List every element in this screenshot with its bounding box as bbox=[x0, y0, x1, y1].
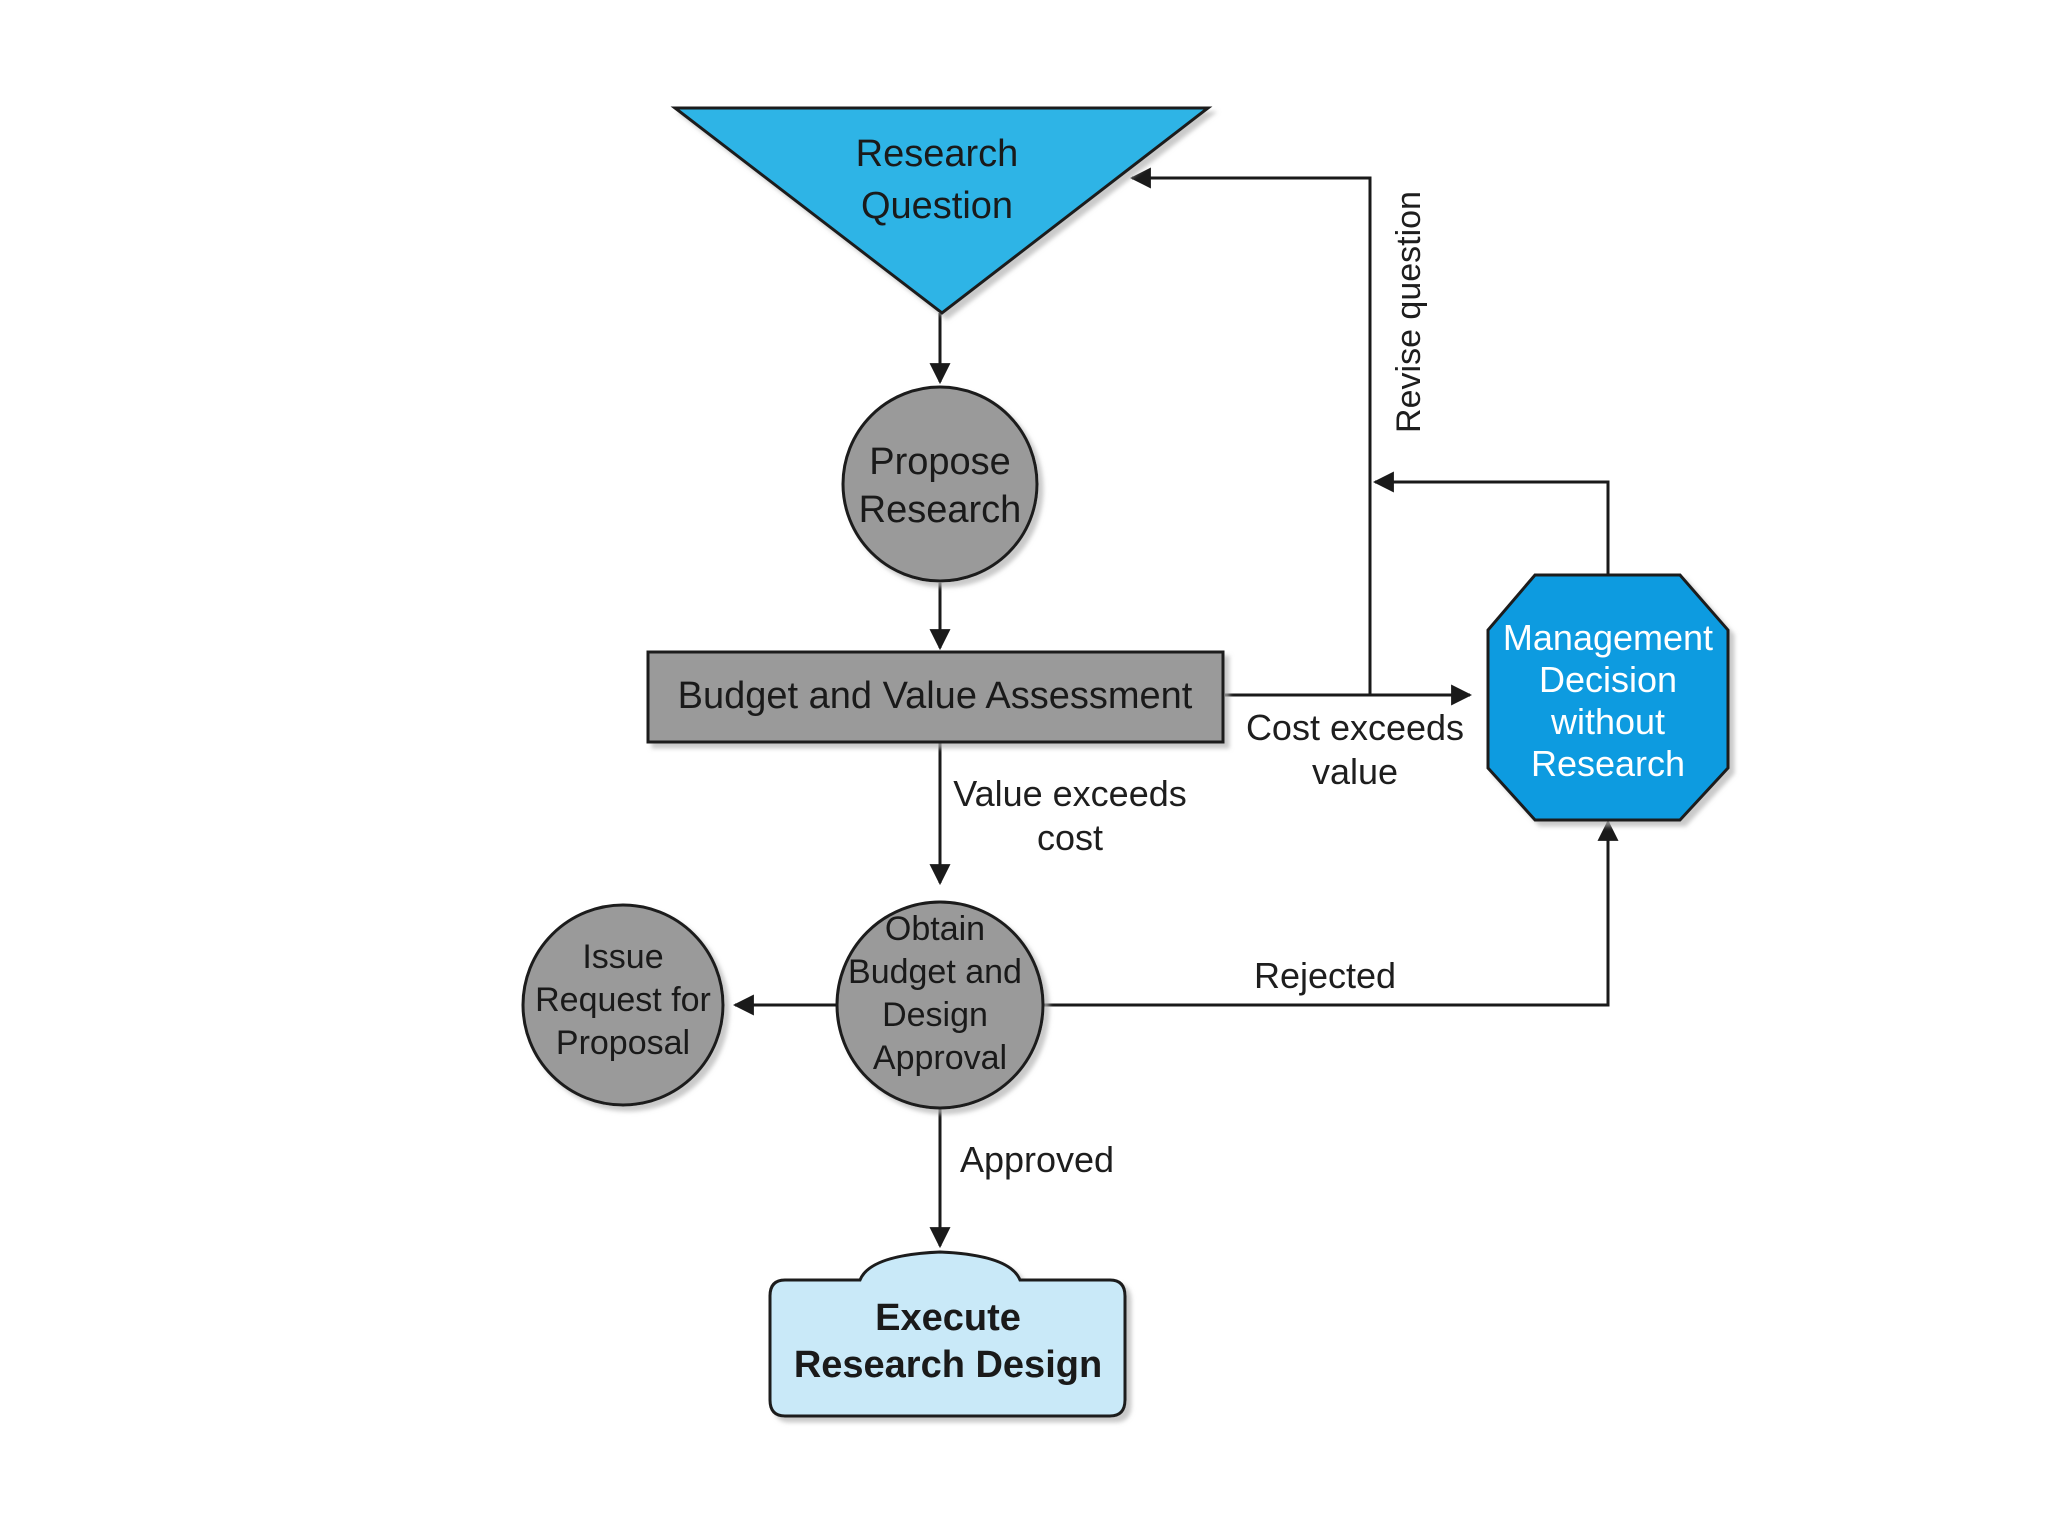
label-value-exceeds-line2: cost bbox=[1037, 817, 1103, 858]
obtain-budget-shape bbox=[835, 900, 1045, 1110]
obtain-budget-line3: Design bbox=[882, 996, 988, 1034]
budget-value-shape bbox=[646, 650, 1225, 744]
execute-design-line2: Research Design bbox=[794, 1344, 1102, 1386]
management-decision-line1: Management bbox=[1503, 617, 1713, 658]
management-decision-line3: without bbox=[1550, 701, 1665, 742]
management-decision-line4: Research bbox=[1531, 743, 1685, 784]
label-approved: Approved bbox=[960, 1139, 1114, 1180]
node-execute-research-design: Execute Research Design bbox=[768, 1250, 1127, 1418]
node-management-decision: Management Decision without Research bbox=[1486, 573, 1730, 822]
obtain-budget-line4: Approval bbox=[873, 1039, 1007, 1077]
node-issue-rfp: Issue Request for Proposal bbox=[521, 903, 725, 1107]
research-question-line2: Question bbox=[861, 185, 1013, 227]
execute-design-line1: Execute bbox=[875, 1297, 1021, 1339]
edge-management-to-revise bbox=[1372, 471, 1610, 575]
issue-rfp-shape bbox=[521, 903, 725, 1107]
label-cost-exceeds-line2: value bbox=[1312, 751, 1398, 792]
propose-research-line1: Propose bbox=[869, 441, 1011, 483]
propose-research-line2: Research bbox=[859, 489, 1022, 531]
issue-rfp-line3: Proposal bbox=[556, 1024, 690, 1062]
node-obtain-budget-approval: Obtain Budget and Design Approval bbox=[835, 900, 1045, 1110]
research-question-line1: Research bbox=[856, 133, 1019, 175]
label-rejected: Rejected bbox=[1254, 955, 1396, 996]
management-decision-shape bbox=[1486, 573, 1730, 822]
execute-design-shape bbox=[768, 1250, 1127, 1418]
obtain-budget-line1: Obtain bbox=[885, 910, 985, 948]
management-decision-line2: Decision bbox=[1539, 659, 1677, 700]
issue-rfp-line1: Issue bbox=[582, 938, 663, 976]
research-question-shape bbox=[670, 106, 1213, 315]
node-research-question: Research Question bbox=[670, 106, 1213, 315]
label-value-exceeds-line1: Value exceeds bbox=[953, 773, 1187, 814]
node-budget-value-assessment: Budget and Value Assessment bbox=[646, 650, 1225, 744]
budget-value-label: Budget and Value Assessment bbox=[678, 675, 1193, 717]
obtain-budget-line2: Budget and bbox=[848, 953, 1022, 991]
label-revise-question: Revise question bbox=[1390, 191, 1428, 433]
propose-research-shape bbox=[841, 385, 1039, 583]
edge-revise-question bbox=[1129, 167, 1372, 695]
issue-rfp-line2: Request for bbox=[535, 981, 711, 1019]
edge-obtain-rejected bbox=[1044, 819, 1619, 1007]
label-cost-exceeds-line1: Cost exceeds bbox=[1246, 707, 1464, 748]
node-propose-research: Propose Research bbox=[841, 385, 1039, 583]
